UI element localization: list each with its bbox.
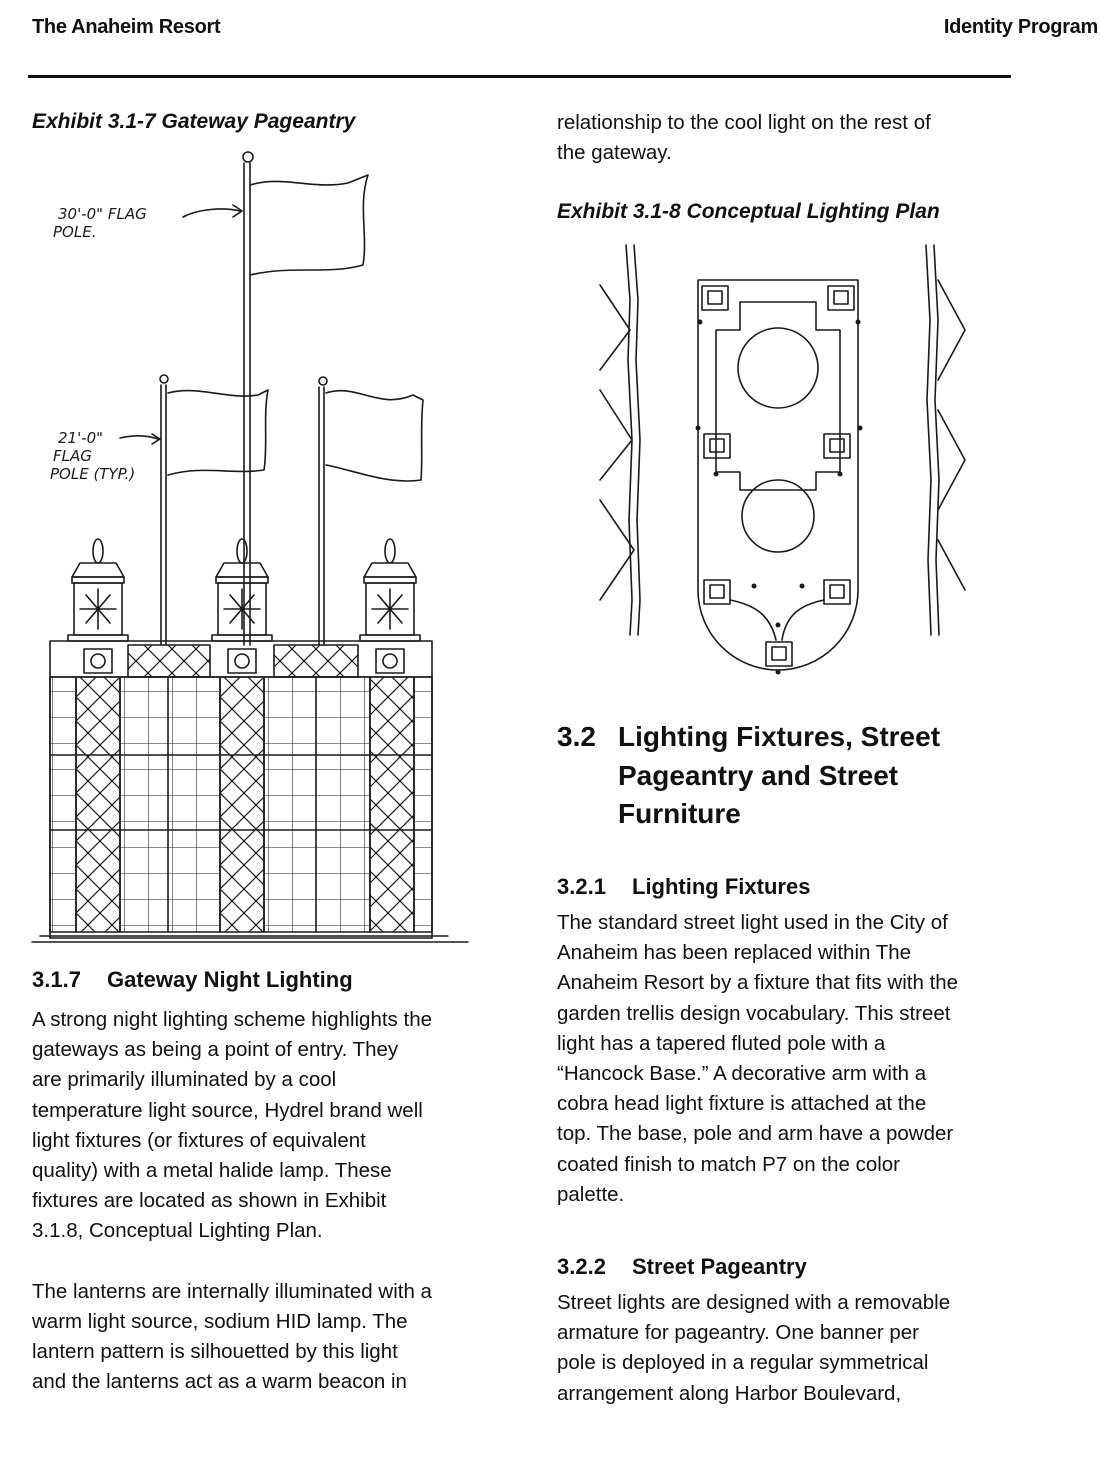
text-line: fixtures are located as shown in Exhibit: [32, 1189, 387, 1213]
label-21-line2: FLAG: [53, 447, 92, 465]
planter-circle-upper: [738, 328, 818, 408]
gateway-wall: [32, 641, 468, 942]
text-line: 3.1.8, Conceptual Lighting Plan.: [32, 1219, 323, 1243]
label-30-line2: POLE.: [53, 223, 96, 241]
document-header-program: Identity Program: [943, 16, 1098, 38]
text-line: Anaheim Resort by a fixture that fits wi…: [557, 971, 959, 995]
section-3-2-1: 3.2.1 Lighting Fixtures The standard stre…: [557, 872, 1027, 1210]
label-21-line3: POLE (TYP.): [50, 465, 135, 483]
text-line: relationship to the cool light on the re…: [557, 111, 931, 134]
exhibit-3-1-7-title: Exhibit 3.1-7 Gateway Pageantry: [32, 110, 356, 133]
text-line: and the lanterns act as a warm beacon in: [32, 1370, 407, 1394]
title-line: Furniture: [618, 798, 741, 829]
lantern-center: [212, 539, 272, 641]
text-line: The standard street light used in the Ci…: [557, 911, 948, 934]
text-line: are primarily illuminated by a cool: [32, 1068, 337, 1092]
section-3-2-2: 3.2.2 Street Pageantry Street lights are …: [557, 1252, 1027, 1409]
title-line: Lighting Fixtures, Street: [618, 721, 941, 752]
text-line: cobra head light fixture is attached at …: [557, 1092, 927, 1116]
exhibit-3-1-8-title: Exhibit 3.1-8 Conceptual Lighting Plan: [557, 200, 940, 224]
text-line: coated finish to match P7 on the color: [557, 1152, 901, 1176]
section-number: 3.2: [557, 721, 596, 752]
planter-circle-lower: [742, 480, 814, 552]
text-line: temperature light source, Hydrel brand w…: [32, 1098, 423, 1122]
section-3-1-7: 3.1.7 Gateway Night Lighting A strong nig…: [32, 965, 502, 1397]
text-line: quality) with a metal halide lamp. These: [32, 1159, 392, 1183]
right-column: relationship to the cool light on the re…: [557, 108, 1027, 226]
text-line: garden trellis design vocabulary. This s…: [557, 1001, 951, 1025]
pole-height-labels: 30'-0" FLAG POLE. 21'-0" FLAG POLE (TYP.…: [50, 205, 147, 483]
label-30-line1: 30'-0" FLAG: [58, 205, 147, 223]
left-column: Exhibit 3.1-7 Gateway Pageantry: [32, 108, 502, 136]
continued-paragraph: relationship to the cool light on the re…: [557, 108, 1027, 168]
lantern-left: [68, 539, 128, 641]
text-line: The lanterns are internally illuminated …: [32, 1279, 432, 1303]
right-planting-edge: [926, 245, 965, 635]
section-3-2-2-heading: 3.2.2 Street Pageantry: [557, 1252, 1027, 1282]
street-pageantry-paragraph: Street lights are designed with a remova…: [557, 1288, 1027, 1409]
document-header-title: The Anaheim Resort: [32, 16, 221, 38]
lantern-right: [360, 539, 420, 641]
lighting-fixtures-paragraph: The standard street light used in the Ci…: [557, 908, 1027, 1210]
section-title: Street Pageantry: [632, 1254, 807, 1279]
text-line: A strong night lighting scheme highlight…: [32, 1008, 433, 1031]
text-line: “Hancock Base.” A decorative arm with a: [557, 1062, 927, 1086]
section-number: 3.1.7: [32, 967, 81, 992]
label-21-line1: 21'-0": [58, 429, 103, 447]
plaza-outline: [698, 280, 858, 670]
section-title: Lighting Fixtures, Street Pageantry and …: [618, 718, 940, 834]
text-line: arrangement along Harbor Boulevard,: [557, 1381, 902, 1405]
left-planting-edge: [600, 245, 640, 635]
light-fixture-markers: [702, 286, 854, 666]
text-line: gateways as being a point of entry. They: [32, 1038, 399, 1062]
section-number: 3.2.1: [557, 874, 606, 899]
text-line: the gateway.: [557, 141, 672, 165]
gateway-pageantry-sketch: 30'-0" FLAG POLE. 21'-0" FLAG POLE (TYP.…: [28, 145, 498, 950]
text-line: Anaheim has been replaced within The: [557, 941, 912, 965]
text-line: Street lights are designed with a remova…: [557, 1291, 951, 1314]
section-3-2-heading: 3.2 Lighting Fixtures, Street Pageantry …: [557, 718, 1027, 834]
title-line: Pageantry and Street: [618, 759, 899, 791]
section-title: Gateway Night Lighting: [107, 967, 353, 992]
night-lighting-paragraph-2: The lanterns are internally illuminated …: [32, 1277, 502, 1398]
inner-courtyard-outline: [716, 302, 840, 490]
text-line: light fixtures (or fixtures of equivalen…: [32, 1128, 366, 1152]
text-line: armature for pageantry. One banner per: [557, 1321, 919, 1345]
section-3-1-7-heading: 3.1.7 Gateway Night Lighting: [32, 965, 502, 995]
text-line: palette.: [557, 1182, 625, 1206]
section-title: Lighting Fixtures: [632, 874, 811, 899]
text-line: top. The base, pole and arm have a powde…: [557, 1122, 954, 1146]
text-line: lantern pattern is silhouetted by this l…: [32, 1340, 398, 1364]
text-line: pole is deployed in a regular symmetrica…: [557, 1351, 929, 1375]
section-3-2-1-heading: 3.2.1 Lighting Fixtures: [557, 872, 1027, 902]
text-line: light has a tapered fluted pole with a: [557, 1031, 886, 1055]
header-rule: [28, 75, 1011, 78]
conceptual-lighting-plan-sketch: [590, 240, 980, 675]
section-3-2: 3.2 Lighting Fixtures, Street Pageantry …: [557, 718, 1027, 834]
night-lighting-paragraph-1: A strong night lighting scheme highlight…: [32, 1005, 502, 1247]
section-number: 3.2.2: [557, 1254, 606, 1279]
text-line: warm light source, sodium HID lamp. The: [32, 1309, 408, 1333]
